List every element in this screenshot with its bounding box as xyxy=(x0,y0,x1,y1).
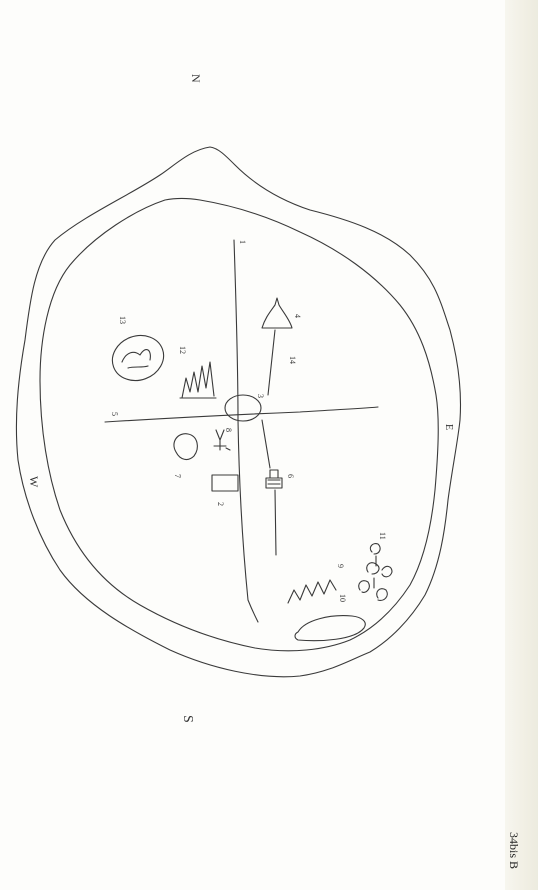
central-cupule xyxy=(225,395,261,421)
fig-num-7: 7 xyxy=(173,474,182,478)
dotted-oval xyxy=(106,328,170,387)
figure-bell xyxy=(262,298,292,328)
fig-num-9: 9 xyxy=(336,564,345,568)
leaf-oval xyxy=(295,616,365,641)
inner-outline xyxy=(40,199,438,651)
vertical-axis-line xyxy=(234,240,258,622)
wavy-figure xyxy=(288,580,336,603)
connector-mid xyxy=(262,420,270,468)
connector-bottom xyxy=(275,490,276,555)
fig-num-11: 11 xyxy=(378,532,387,540)
connector-top xyxy=(268,330,275,395)
trident-figure xyxy=(214,430,230,450)
fig-num-10: 10 xyxy=(338,594,347,602)
comb-figure xyxy=(180,362,216,398)
fig-num-12: 12 xyxy=(178,346,187,354)
page-number: 34bis B xyxy=(506,832,521,869)
fig-num-8: 8 xyxy=(224,428,233,432)
fig-num-13: 13 xyxy=(118,316,127,324)
fig-num-5: 5 xyxy=(110,412,119,416)
fig-num-3: 3 xyxy=(256,394,265,398)
mark-top: N xyxy=(189,74,203,83)
mark-bottom: S xyxy=(180,715,195,723)
horizontal-axis-line xyxy=(105,407,378,422)
mark-right: E xyxy=(443,424,454,430)
fig-num-2: 2 xyxy=(216,502,225,506)
fig-num-14: 14 xyxy=(288,356,297,364)
fig-num-1: 1 xyxy=(238,240,247,244)
fig-num-4: 4 xyxy=(293,314,302,318)
tree-figures xyxy=(359,544,392,601)
mark-left: W xyxy=(27,476,41,488)
fig-num-6: 6 xyxy=(286,474,295,478)
rectangle-figure xyxy=(212,475,238,491)
round-figure xyxy=(174,434,197,460)
